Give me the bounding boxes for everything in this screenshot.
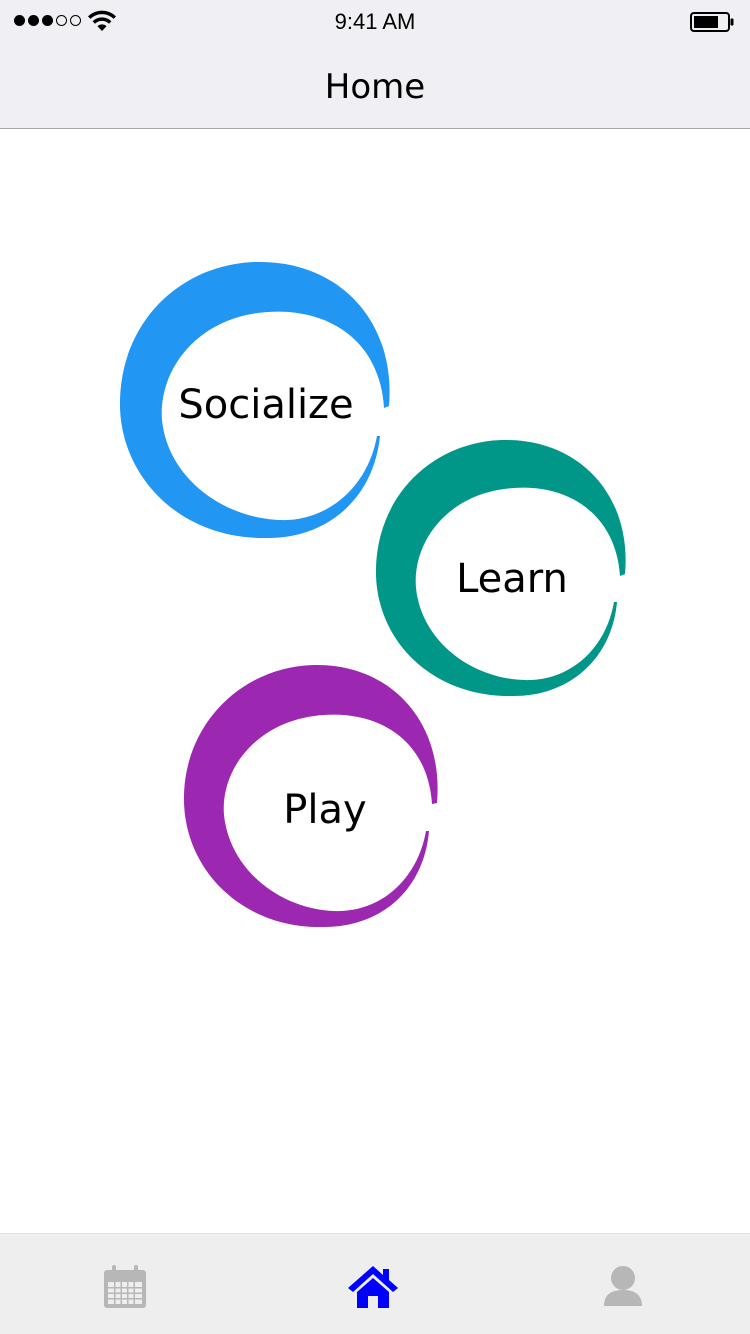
learn-ring-icon (375, 439, 626, 697)
socialize-button[interactable]: Socialize (118, 260, 394, 540)
user-icon (604, 1266, 642, 1306)
play-ring-icon (183, 664, 438, 928)
tab-bar (0, 1233, 750, 1334)
calendar-icon (104, 1265, 146, 1308)
signal-dots-icon (14, 15, 81, 26)
page-title: Home (324, 67, 426, 107)
socialize-label: Socialize (178, 382, 354, 428)
tab-profile[interactable] (598, 1262, 648, 1312)
learn-button[interactable]: Learn (374, 438, 630, 698)
status-bar: 9:41 AM (0, 0, 750, 42)
tab-home[interactable] (346, 1262, 398, 1312)
tab-calendar[interactable] (100, 1262, 150, 1312)
wifi-icon (88, 10, 116, 31)
play-label: Play (283, 787, 367, 833)
home-icon (348, 1266, 398, 1308)
navigation-bar: Home (0, 42, 750, 129)
play-button[interactable]: Play (182, 663, 444, 929)
learn-label: Learn (456, 556, 568, 602)
battery-icon (690, 12, 734, 32)
socialize-ring-icon (119, 261, 390, 539)
status-time: 9:41 AM (334, 9, 416, 34)
